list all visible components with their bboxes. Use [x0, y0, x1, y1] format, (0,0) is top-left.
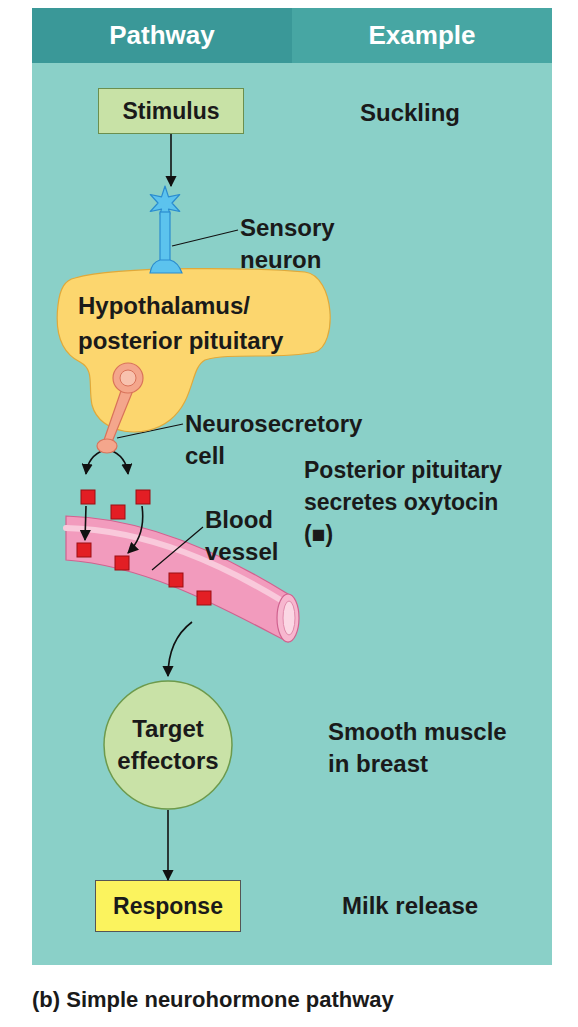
target-circle: Target effectors: [103, 680, 233, 810]
header-cell: [292, 8, 552, 63]
leader-line: [152, 527, 203, 570]
part-label: Sensory neuron: [240, 212, 380, 276]
node-text: Response: [98, 892, 238, 920]
panel: [32, 8, 552, 965]
column-header: Example: [292, 19, 552, 51]
node-text: Hypothalamus/ posterior pituitary: [78, 288, 308, 358]
flow-arrow: [110, 450, 128, 474]
sensory-neuron: [150, 186, 182, 273]
figure-caption: (b) Simple neurohormone pathway: [32, 986, 572, 1014]
flow-arrow: [85, 506, 86, 540]
example-label: Milk release: [342, 890, 542, 922]
part-label: Blood vessel: [205, 504, 305, 568]
example-label: Smooth muscle in breast: [328, 716, 518, 780]
neurosecretory-cell: [97, 363, 143, 453]
symbol-key: (■): [304, 518, 364, 550]
flow-arrow: [128, 506, 143, 553]
flow-arrow: [170, 134, 172, 186]
blood-vessel: [66, 516, 299, 642]
stimulus-box: Stimulus: [98, 88, 244, 134]
oxytocin-molecules: [77, 490, 211, 605]
flow-arrow: [86, 450, 104, 474]
node-text: Target effectors: [113, 713, 223, 777]
node-text: Stimulus: [101, 97, 241, 125]
header-cell: [32, 8, 292, 63]
example-label: Suckling: [360, 97, 540, 129]
circle-outline: [103, 680, 233, 810]
flow-arrow: [168, 622, 192, 676]
example-label: Posterior pituitary secretes oxytocin: [304, 454, 549, 518]
column-header: Pathway: [32, 19, 292, 51]
flow-arrow: [167, 810, 169, 880]
leader-line: [172, 230, 238, 246]
response-box: Response: [95, 880, 241, 932]
